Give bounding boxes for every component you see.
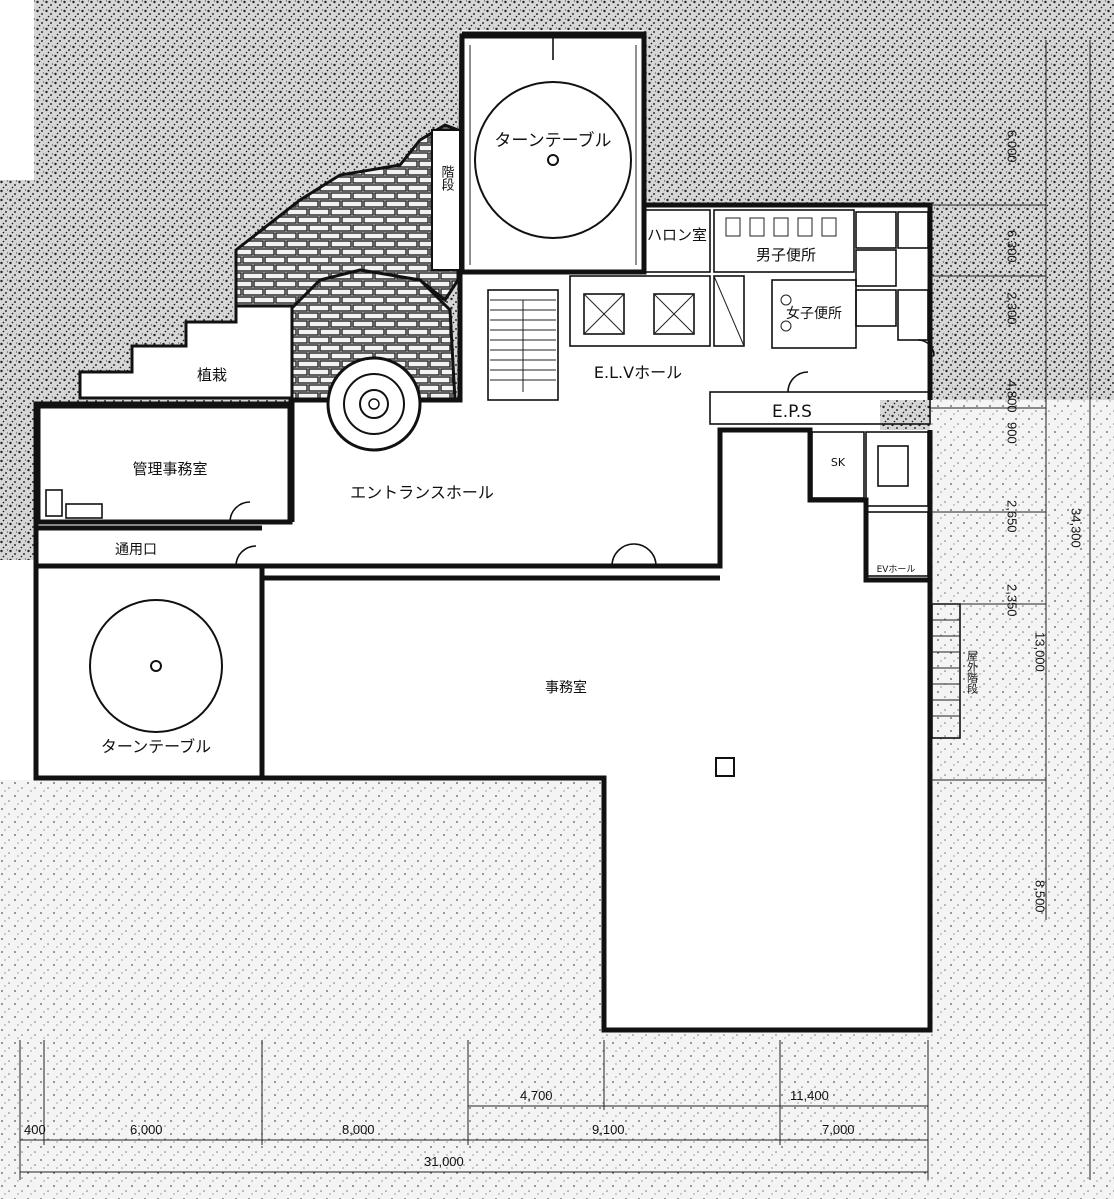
stairs-label: 階段 — [439, 165, 455, 191]
dim-right-34300: 34,300 — [1069, 508, 1084, 548]
dim-bottom-11400: 11,400 — [790, 1088, 829, 1103]
entrance-hall-label: エントランスホール — [350, 483, 494, 502]
dimension-lines-bottom — [19, 1040, 929, 1180]
dim-right-4800: 4,800 — [1005, 380, 1020, 413]
elevator-shafts — [569, 275, 745, 347]
turntable-left-pivot — [150, 660, 162, 672]
halon-room — [643, 209, 711, 273]
dim-bottom-9100: 9,100 — [592, 1122, 625, 1137]
dim-bottom-4700: 4,700 — [520, 1088, 553, 1103]
planting-step — [78, 304, 294, 400]
utility-label: 通用口 — [115, 542, 157, 558]
womens-toilet — [771, 279, 857, 349]
sk-label: SK — [831, 456, 846, 469]
office-column — [715, 757, 735, 777]
management-office-label: 管理事務室 — [132, 460, 207, 478]
planting-label: 植栽 — [197, 366, 227, 384]
ps-sk-room — [811, 431, 865, 499]
ev-hall-small — [865, 511, 929, 577]
dim-bottom-31000: 31,000 — [424, 1154, 464, 1169]
dim-right-2650: 2,650 — [1005, 500, 1020, 533]
toilet-stalls-right — [855, 211, 929, 341]
dim-right-6300: 6,300 — [1005, 230, 1020, 263]
office-label: 事務室 — [545, 679, 587, 696]
door-swings — [229, 339, 935, 567]
dimension-lines-right — [930, 40, 1091, 1180]
dim-right-6000: 6,000 — [1005, 130, 1020, 163]
dim-right-2350: 2,350 — [1005, 584, 1020, 617]
management-office — [35, 403, 293, 525]
dim-right-8500: 8,500 — [1033, 880, 1048, 913]
womens-toilet-label: 女子便所 — [786, 305, 842, 322]
turntable-top-label: ターンテーブル — [494, 130, 611, 151]
dim-right-900: 900 — [1005, 422, 1020, 444]
site-corner-left — [0, 0, 34, 180]
mens-toilet — [713, 209, 855, 273]
urinals — [725, 217, 837, 237]
turntable-left-label: ターンテーブル — [101, 737, 211, 756]
dim-right-2300: 2,300 — [1005, 292, 1020, 325]
turntable-top-pivot — [547, 154, 559, 166]
main-stairs — [487, 289, 559, 401]
ev-hall-small-label: EVホール — [877, 564, 916, 575]
entrance-planter — [326, 356, 422, 452]
dim-bottom-400: 400 — [24, 1122, 46, 1137]
halon-room-label: ハロン室 — [647, 226, 707, 244]
site-ground-right — [930, 400, 1114, 1180]
mens-toilet-label: 男子便所 — [756, 246, 816, 264]
dim-bottom-8000: 8,000 — [342, 1122, 375, 1137]
dim-bottom-7000: 7,000 — [822, 1122, 855, 1137]
stair-column — [431, 129, 461, 271]
exterior-stairs-label: 屋外階段 — [966, 650, 979, 695]
building-core-fill — [36, 30, 930, 1030]
turntable-top-disc — [474, 81, 632, 239]
dim-bottom-6000: 6,000 — [130, 1122, 163, 1137]
turntable-left-room — [33, 563, 265, 781]
turntable-left-disc — [89, 599, 223, 733]
elv-hall-label: E.L.Vホール — [594, 363, 682, 382]
eps-label: E.P.S — [772, 402, 812, 422]
service-room-right — [865, 431, 929, 507]
dim-right-13000: 13,000 — [1033, 632, 1048, 672]
washbasins — [780, 294, 792, 332]
